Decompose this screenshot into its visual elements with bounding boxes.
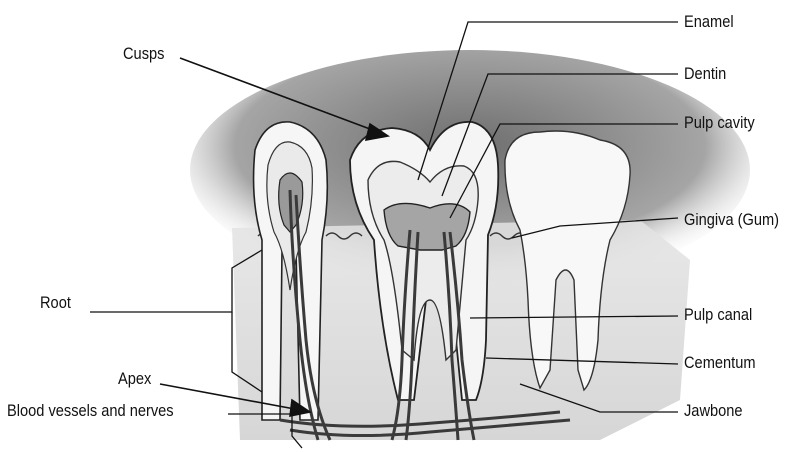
label-enamel: Enamel	[684, 13, 734, 30]
label-apex: Apex	[118, 370, 151, 387]
label-gingiva: Gingiva (Gum)	[684, 211, 779, 228]
label-root: Root	[40, 294, 71, 311]
label-dentin: Dentin	[684, 65, 726, 82]
label-cusps: Cusps	[123, 45, 164, 62]
label-pulp-cavity: Pulp cavity	[684, 114, 755, 131]
label-pulp-canal: Pulp canal	[684, 306, 752, 323]
label-cementum: Cementum	[684, 354, 756, 371]
label-blood-vessels: Blood vessels and nerves	[7, 402, 174, 419]
label-jawbone: Jawbone	[684, 402, 743, 419]
